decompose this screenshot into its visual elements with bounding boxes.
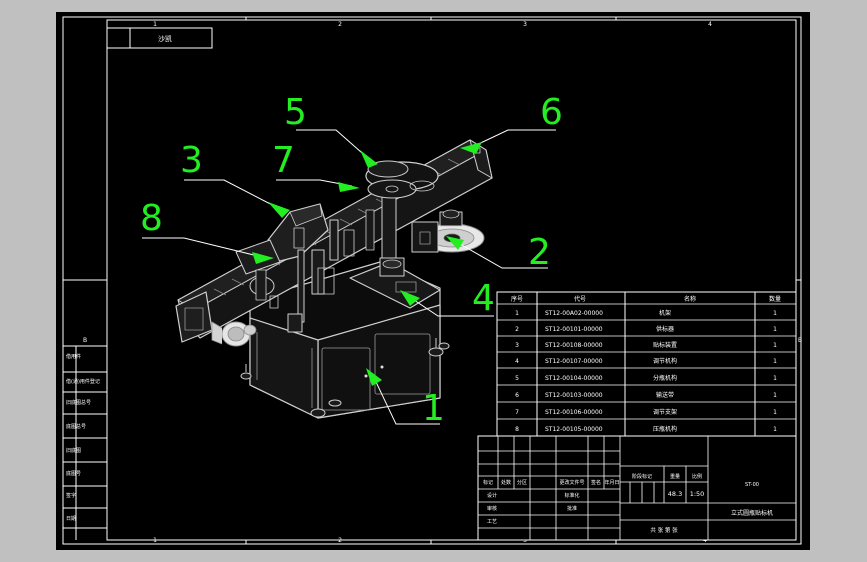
- callout-leaders: [142, 129, 556, 425]
- bom-cell-code: ST12-00A02-00000: [545, 310, 603, 317]
- bom-cell-no: 1: [515, 310, 519, 317]
- row-label-design: 设计: [487, 492, 497, 499]
- sheet-count: 共 张 第 张: [650, 526, 678, 534]
- zone-label-top-3: 3: [523, 21, 527, 28]
- zone-label-right-b: B: [798, 337, 802, 344]
- title-block: 标记 处数 分区 更改文件号 签名 年月日 设计 审核 工艺 标准化 批准 阶段…: [477, 435, 797, 541]
- bom-cell-no: 6: [515, 392, 519, 399]
- stamp-box: [106, 27, 213, 49]
- arrow-2: [446, 236, 464, 250]
- side-stamp-column: 借用件 借(通)用件登记 旧底图总号 底图总号 旧底图 底图号 签字 日期: [63, 345, 107, 540]
- arrow-8: [252, 252, 274, 264]
- bom-cell-name: 机架: [659, 309, 671, 317]
- bom-cell-name: 压瓶机构: [653, 425, 677, 433]
- callout-arrows: [252, 142, 482, 386]
- callout-number-1: 1: [422, 388, 445, 429]
- callout-number-5: 5: [284, 92, 307, 133]
- bom-header-no: 序号: [511, 295, 523, 303]
- arrow-1: [366, 368, 382, 386]
- bom-cell-no: 3: [515, 342, 519, 349]
- bom-cell-code: ST12-00108-00000: [545, 342, 603, 349]
- svg-text:旧底图: 旧底图: [66, 447, 81, 454]
- side-stamp-old-plan: 旧底图总号: [66, 399, 91, 406]
- bom-cell-qty: 1: [773, 358, 777, 365]
- bom-cell-name: 贴标装置: [653, 341, 677, 349]
- bom-cell-code: ST12-00101-00000: [545, 326, 603, 333]
- bom-cell-code: ST12-00106-00000: [545, 409, 603, 416]
- bom-cell-name: 分瓶机构: [653, 374, 677, 382]
- arrow-7: [338, 182, 360, 192]
- bom-cell-code: ST12-00107-00000: [545, 358, 603, 365]
- svg-text:底图号: 底图号: [66, 470, 81, 477]
- bom-cell-no: 2: [515, 326, 519, 333]
- stamp-text: 沙凯: [158, 34, 172, 43]
- callout-number-2: 2: [528, 232, 551, 273]
- bom-header-name: 名称: [684, 295, 696, 303]
- mid-label-standard: 标准化: [564, 492, 579, 499]
- callout-number-4: 4: [472, 278, 495, 319]
- bom-cell-code: ST12-00103-00000: [545, 392, 603, 399]
- bom-cell-qty: 1: [773, 310, 777, 317]
- bom-cell-no: 4: [515, 358, 519, 365]
- callout-number-3: 3: [180, 140, 203, 181]
- bom-cell-qty: 1: [773, 326, 777, 333]
- row-label-process: 工艺: [487, 519, 497, 525]
- zone-label-bottom-2: 2: [338, 537, 342, 544]
- zone-label-top-1: 1: [153, 21, 157, 28]
- callout-number-7: 7: [272, 140, 295, 181]
- side-stamp-plan: 底图总号: [66, 423, 86, 430]
- machine-illustration: [175, 139, 493, 419]
- arrow-4: [400, 290, 420, 306]
- bom-cell-name: 供标器: [656, 325, 674, 333]
- rev-header-date: 年月日: [604, 479, 619, 486]
- svg-text:借用件: 借用件: [66, 353, 81, 360]
- bom-cell-name: 调节机构: [653, 357, 677, 365]
- bom-rows: 1 ST12-00A02-00000 机架 1 2 ST12-00101-00000 供标器…: [515, 309, 777, 433]
- drawing-code: ST-00: [745, 482, 759, 488]
- side-stamp-borrowed: 借(通)用件登记: [66, 378, 100, 385]
- rev-header-mark: 标记: [483, 479, 493, 486]
- callout-number-6: 6: [540, 92, 563, 133]
- side-stamp-date: 日期: [66, 516, 76, 522]
- mid-label-approve: 批准: [567, 505, 577, 512]
- bom-header-qty: 数量: [769, 295, 781, 303]
- side-stamp-sign: 签字: [66, 492, 76, 499]
- bom-cell-name: 输送带: [656, 391, 674, 399]
- drawing-title: 立式圆瓶贴标机: [731, 509, 773, 517]
- bom-cell-qty: 1: [773, 426, 777, 433]
- rev-header-zone: 分区: [517, 479, 527, 486]
- scale-value: 1:50: [690, 490, 705, 498]
- stage-header: 阶段标记: [632, 473, 652, 480]
- rev-header-count: 处数: [501, 479, 511, 486]
- bom-cell-qty: 1: [773, 342, 777, 349]
- row-label-review: 审核: [487, 505, 497, 512]
- weight-value: 48.3: [668, 490, 682, 498]
- bom-cell-no: 8: [515, 426, 519, 433]
- bom-header-code: 代号: [574, 295, 586, 303]
- zone-label-left-b: B: [83, 337, 87, 344]
- zone-label-top-4: 4: [708, 21, 712, 28]
- bom-cell-qty: 1: [773, 392, 777, 399]
- bom-cell-qty: 1: [773, 409, 777, 416]
- bom-cell-no: 5: [515, 375, 519, 382]
- callout-number-8: 8: [140, 198, 163, 239]
- scale-header: 比例: [692, 473, 702, 480]
- rev-header-sign: 签名: [591, 479, 601, 486]
- bom-cell-code: ST12-00105-00000: [545, 426, 603, 433]
- zone-ticks: [63, 17, 801, 544]
- bom-cell-qty: 1: [773, 375, 777, 382]
- weight-header: 重量: [670, 473, 680, 480]
- arrow-6: [460, 142, 482, 154]
- zone-label-bottom-1: 1: [153, 537, 157, 544]
- arrow-3: [268, 202, 290, 218]
- bom-cell-no: 7: [515, 409, 519, 416]
- zone-label-top-2: 2: [338, 21, 342, 28]
- bom-cell-name: 调节支架: [653, 408, 677, 416]
- arrow-5: [360, 150, 378, 168]
- rev-header-doc: 更改文件号: [559, 479, 584, 486]
- bom-cell-code: ST12-00104-00000: [545, 375, 603, 382]
